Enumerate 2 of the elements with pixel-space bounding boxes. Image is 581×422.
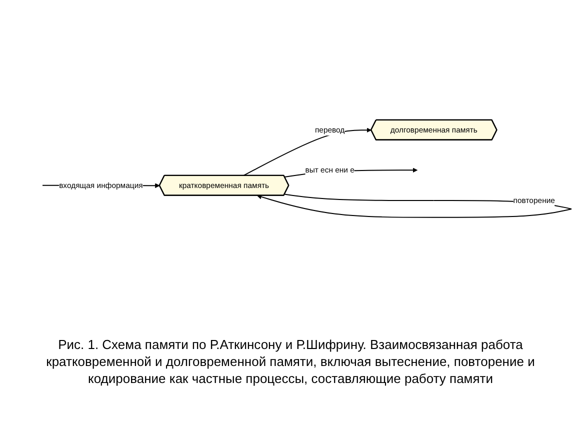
caption: Рис. 1. Схема памяти по Р.Аткинсону и Р.Шифрину. Взаимосвязанная работа кратковременной и долговременной памяти, включая вытеснение, повторение и кодирование как частные процессы, составляющие работу памяти bbox=[45, 336, 536, 388]
arrow bbox=[242, 128, 372, 176]
